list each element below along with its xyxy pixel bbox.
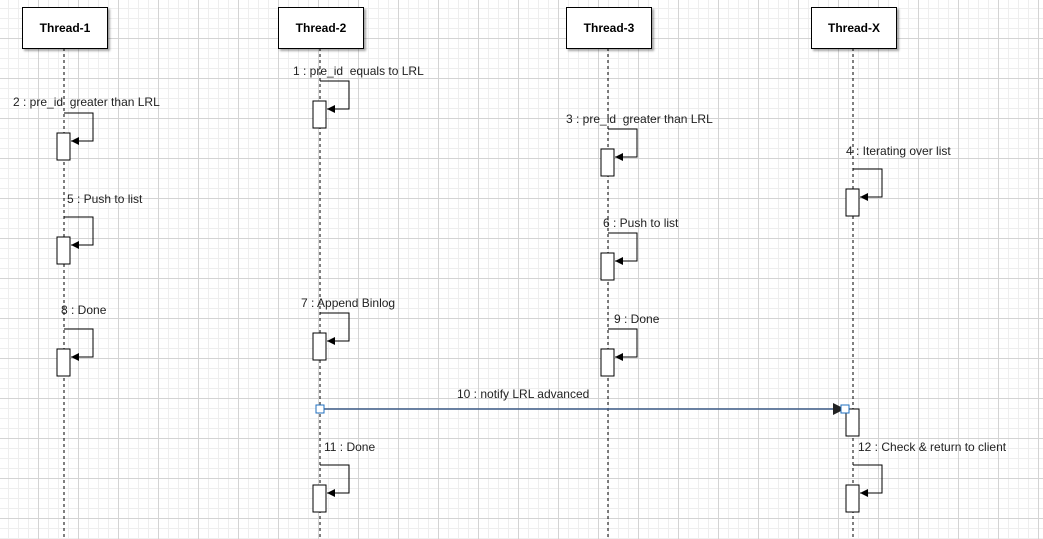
participant-thread-3[interactable]: Thread-3 xyxy=(566,7,652,49)
message-label-3[interactable]: 3 : pre_id greater than LRL xyxy=(566,112,713,126)
edge-handle-end[interactable] xyxy=(840,404,850,414)
activation-box-3[interactable] xyxy=(600,148,615,177)
participant-thread-x[interactable]: Thread-X xyxy=(811,7,897,49)
activation-box-9[interactable] xyxy=(600,348,615,377)
message-label-11[interactable]: 11 : Done xyxy=(324,440,376,454)
activation-box-6[interactable] xyxy=(600,252,615,281)
message-label-4[interactable]: 4 : Iterating over list xyxy=(846,144,951,158)
participant-thread-2[interactable]: Thread-2 xyxy=(278,7,364,49)
self-message-arrow-6[interactable] xyxy=(608,232,638,265)
activation-box-8[interactable] xyxy=(56,348,71,377)
self-message-arrow-1[interactable] xyxy=(320,80,350,113)
message-label-12[interactable]: 12 : Check & return to client xyxy=(858,440,1007,454)
message-label-6[interactable]: 6 : Push to list xyxy=(603,216,679,230)
message-label-9[interactable]: 9 : Done xyxy=(614,312,660,326)
message-label-10[interactable]: 10 : notify LRL advanced xyxy=(457,387,590,401)
self-message-arrow-5[interactable] xyxy=(64,216,94,249)
self-message-arrow-11[interactable] xyxy=(320,464,350,497)
activation-box-7[interactable] xyxy=(312,332,327,361)
activation-box-12[interactable] xyxy=(845,484,860,513)
self-message-arrow-12[interactable] xyxy=(853,464,883,497)
self-message-arrow-2[interactable] xyxy=(64,112,94,145)
activation-box-10[interactable] xyxy=(845,408,860,437)
edge-handle-start[interactable] xyxy=(315,404,325,414)
message-label-2[interactable]: 2 : pre_id greater than LRL xyxy=(13,95,160,109)
message-label-7[interactable]: 7 : Append Binlog xyxy=(301,296,396,310)
self-message-arrow-3[interactable] xyxy=(608,128,638,161)
activation-box-11[interactable] xyxy=(312,484,327,513)
activation-box-5[interactable] xyxy=(56,236,71,265)
self-message-arrow-8[interactable] xyxy=(64,328,94,361)
activation-box-4[interactable] xyxy=(845,188,860,217)
message-label-5[interactable]: 5 : Push to list xyxy=(67,192,143,206)
activation-box-2[interactable] xyxy=(56,132,71,161)
self-message-arrow-7[interactable] xyxy=(320,312,350,345)
activation-box-1[interactable] xyxy=(312,100,327,129)
message-label-8[interactable]: 8 : Done xyxy=(61,303,107,317)
self-message-arrow-4[interactable] xyxy=(853,168,883,201)
participant-thread-1[interactable]: Thread-1 xyxy=(22,7,108,49)
message-label-1[interactable]: 1 : pre_id equals to LRL xyxy=(293,64,424,78)
self-message-arrow-9[interactable] xyxy=(608,328,638,361)
